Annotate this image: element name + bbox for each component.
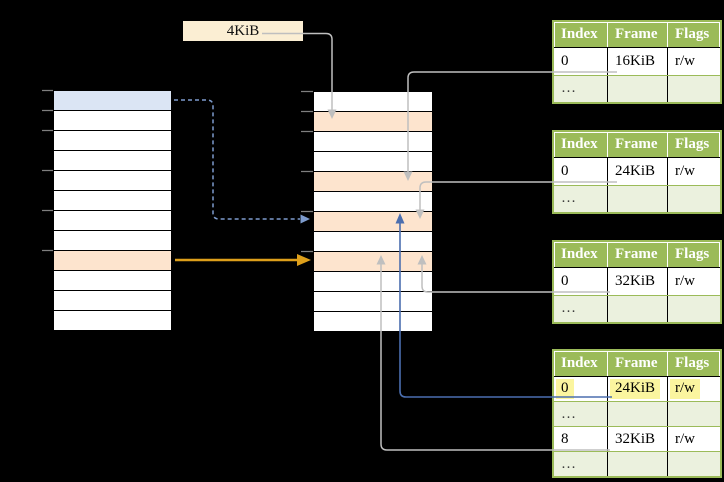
- arrow-virtual-dashed-line: [174, 99, 300, 220]
- arrowhead-right-dashed: [300, 214, 310, 224]
- page-table-1: Index Frame Flags 0 16KiB r/w …: [552, 20, 722, 104]
- tick-marks-virtual: [42, 89, 53, 252]
- physical-row-7: [314, 232, 432, 252]
- page-size-label: 4KiB: [183, 21, 303, 41]
- physical-row-8: [314, 252, 432, 272]
- header-index: Index: [554, 132, 608, 157]
- table-header-row: Index Frame Flags: [554, 351, 720, 377]
- physical-row-5: [314, 192, 432, 212]
- table-row: 0 32KiB r/w: [554, 268, 720, 296]
- virtual-row-2: [54, 131, 171, 151]
- page-table-4: Index Frame Flags 0 24KiB r/w … 8 32KiB …: [552, 349, 722, 478]
- cell-index: 0: [561, 52, 569, 69]
- physical-row-4: [314, 172, 432, 192]
- table-row-ellipsis: …: [554, 295, 720, 322]
- cell-flags: r/w: [675, 52, 695, 69]
- cell-frame: 24KiB: [615, 162, 656, 179]
- virtual-row-8: [54, 251, 171, 271]
- header-flags: Flags: [675, 246, 710, 262]
- physical-row-3: [314, 152, 432, 172]
- virtual-row-5: [54, 191, 171, 211]
- virtual-row-3: [54, 151, 171, 171]
- cell-index: …: [561, 80, 576, 97]
- cell-index: 0: [561, 272, 569, 289]
- virtual-memory-column: [53, 90, 172, 331]
- table-row-ellipsis: …: [554, 75, 720, 102]
- table-row: 0 16KiB r/w: [554, 48, 720, 76]
- table-row-highlighted: 0 24KiB r/w: [554, 377, 720, 402]
- table-row: 8 32KiB r/w: [554, 427, 720, 452]
- virtual-row-4: [54, 171, 171, 191]
- table-header-row: Index Frame Flags: [554, 132, 720, 158]
- physical-memory-column: [313, 91, 433, 332]
- physical-row-6: [314, 212, 432, 232]
- virtual-row-0: [54, 91, 171, 111]
- header-index: Index: [554, 22, 608, 47]
- cell-frame-highlighted: 24KiB: [610, 379, 661, 399]
- header-frame: Frame: [608, 351, 668, 376]
- header-flags: Flags: [675, 355, 710, 371]
- header-index: Index: [554, 242, 608, 267]
- virtual-row-6: [54, 211, 171, 231]
- cell-frame: 32KiB: [615, 430, 656, 447]
- table-row-ellipsis: …: [554, 402, 720, 427]
- virtual-row-1: [54, 111, 171, 131]
- virtual-row-9: [54, 271, 171, 291]
- table-header-row: Index Frame Flags: [554, 242, 720, 268]
- virtual-row-7: [54, 231, 171, 251]
- header-flags: Flags: [675, 26, 710, 42]
- physical-row-2: [314, 132, 432, 152]
- cell-index: …: [561, 455, 576, 472]
- physical-row-0: [314, 92, 432, 112]
- table-header-row: Index Frame Flags: [554, 22, 720, 48]
- header-flags: Flags: [675, 136, 710, 152]
- header-frame: Frame: [608, 242, 668, 267]
- cell-frame: 32KiB: [615, 272, 656, 289]
- virtual-row-10: [54, 291, 171, 311]
- cell-index: …: [561, 300, 576, 317]
- header-index: Index: [554, 351, 608, 376]
- physical-row-11: [314, 312, 432, 331]
- physical-row-9: [314, 272, 432, 292]
- cell-index: 0: [561, 162, 569, 179]
- arrowhead-right-orange: [297, 254, 311, 266]
- physical-row-1: [314, 112, 432, 132]
- cell-index: …: [561, 190, 576, 207]
- page-table-2: Index Frame Flags 0 24KiB r/w …: [552, 130, 722, 214]
- cell-flags: r/w: [675, 430, 695, 447]
- cell-frame: 16KiB: [615, 52, 656, 69]
- cell-index-highlighted: 0: [556, 379, 574, 399]
- cell-flags: r/w: [675, 162, 695, 179]
- cell-index: 8: [561, 430, 569, 447]
- table-row-ellipsis: …: [554, 452, 720, 476]
- header-frame: Frame: [608, 132, 668, 157]
- virtual-row-11: [54, 311, 171, 330]
- cell-flags: r/w: [675, 272, 695, 289]
- page-table-3: Index Frame Flags 0 32KiB r/w …: [552, 240, 722, 324]
- cell-index: …: [561, 405, 576, 422]
- table-row: 0 24KiB r/w: [554, 158, 720, 186]
- header-frame: Frame: [608, 22, 668, 47]
- physical-row-10: [314, 292, 432, 312]
- tick-marks-physical: [301, 90, 313, 253]
- cell-flags-highlighted: r/w: [670, 379, 700, 399]
- table-row-ellipsis: …: [554, 185, 720, 212]
